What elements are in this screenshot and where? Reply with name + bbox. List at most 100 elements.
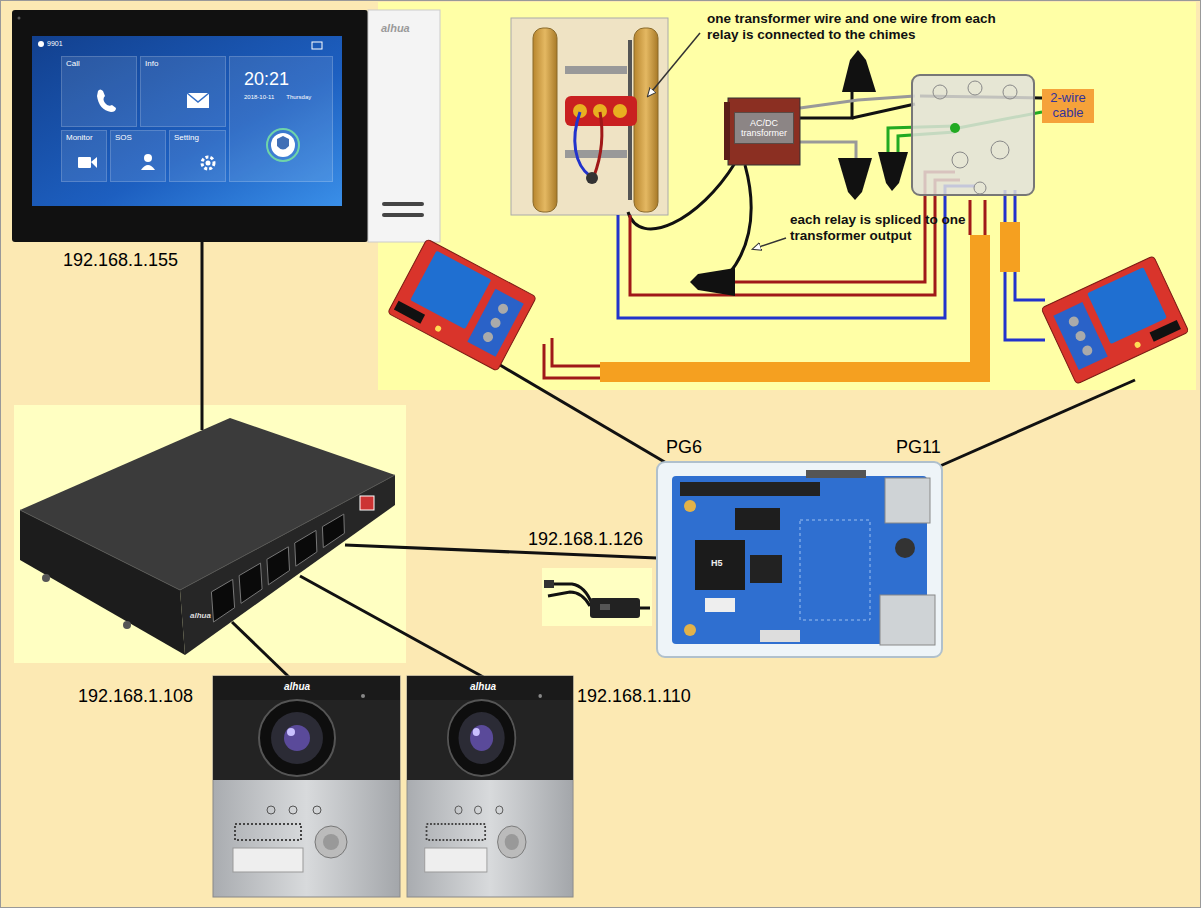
door-station [213,676,573,897]
junction-box [950,123,960,133]
mains-wiring [618,186,975,318]
relay-module [1134,341,1142,349]
relay-module [1067,315,1080,328]
junction-box [1003,85,1017,99]
single-board-computer [800,520,870,620]
door-station [289,806,297,814]
single-board-computer [760,630,800,642]
single-board-computer [895,538,915,558]
brand-logo: alhua [381,22,410,34]
relay-module [1150,320,1181,342]
door-station [407,676,573,700]
mains-wiring [544,344,600,378]
node-text: Info [145,60,221,69]
relay-module [1041,256,1189,385]
door-station [407,700,573,780]
junction-box [912,75,1034,195]
mains-wiring [970,235,990,382]
door-station [213,676,400,700]
mains-wiring [800,142,856,158]
indoor-monitor [382,202,424,206]
node-text: Monitor [66,134,102,143]
single-board-computer [684,624,696,636]
poe-switch [20,475,395,590]
wire-nut [690,268,735,296]
single-board-computer [750,555,782,583]
mains-wiring [628,163,735,229]
door-station [233,848,303,872]
menu-tile: Monitor [61,130,107,182]
relay-module [1081,344,1094,357]
indoor-monitor [312,42,322,49]
relay-module [388,239,537,371]
node-text: 20:21 [244,70,328,90]
door-station [470,725,493,751]
single-board-computer [657,462,942,657]
brand-logo: alhua [190,612,211,621]
menu-tile: SOS [110,130,166,182]
switch-port [211,579,234,622]
door-station [425,848,487,872]
node-text: SOS [115,134,161,143]
door-station [313,806,321,814]
door-station [213,676,400,897]
network-cables [940,380,1135,466]
network-cables [300,576,485,678]
pin-name: PG11 [896,437,941,458]
indoor-monitor [38,41,44,47]
junction-box [974,182,986,194]
menu-tile: Setting [169,130,226,182]
indoor-monitor [32,36,342,206]
node-text: Thursday [286,94,311,101]
brand-logo: alhua [470,681,496,692]
ip-address: 192.168.1.110 [577,686,691,707]
background [542,568,652,626]
switch-port [267,547,290,585]
door-station [259,700,335,776]
poe-injector [544,580,650,618]
single-board-computer [735,508,780,530]
mains-wiring [852,104,915,118]
single-board-computer [657,462,942,657]
chime-unit [586,172,598,184]
menu-tile: Call [61,56,137,127]
mains-wiring [970,200,985,235]
junction-box [912,75,1034,195]
switch-port [295,530,317,566]
menu-tile: Info [140,56,226,127]
single-board-computer [885,478,930,523]
wire-nut [690,50,908,296]
pin-name: PG6 [666,437,702,458]
mains-wiring [1015,272,1045,300]
ip-address: 192.168.1.126 [528,529,643,550]
door-station [459,712,505,764]
ip-address: 192.168.1.108 [78,686,193,707]
chime-unit [613,104,627,118]
ip-address: 192.168.1.155 [63,250,178,271]
wire-nut [842,50,876,92]
poe-switch [180,475,395,655]
door-station [361,694,365,698]
node-text: 2018-10-11 [244,94,274,101]
transformer [728,98,800,165]
door-station [498,826,526,858]
chime-unit [565,66,627,74]
switch-port [211,514,344,622]
door-station [235,824,301,840]
junction-box [933,85,947,99]
relay-module [496,302,510,316]
chime-unit [634,28,658,212]
network-cables [232,622,290,678]
clock-tile: 20:21 2018-10-11 Thursday [229,56,333,182]
wire-nut [838,158,872,200]
single-board-computer [680,482,820,496]
door-station [448,700,515,776]
indoor-monitor [12,10,440,242]
door-station [213,676,400,897]
node-text: Call [66,60,132,69]
leader-line [648,33,700,96]
chime-unit [575,112,590,176]
poe-injector [548,592,590,606]
poe-switch [360,496,374,510]
